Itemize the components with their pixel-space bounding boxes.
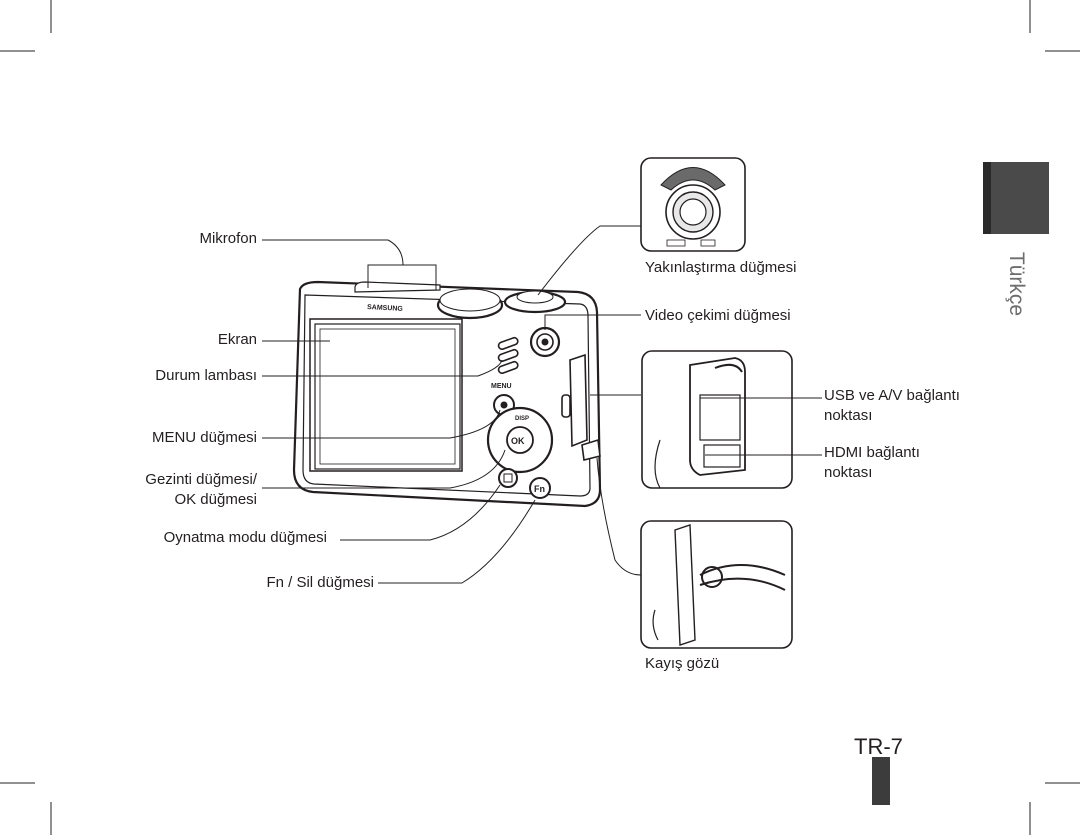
status-lamp [497,336,519,374]
leader-strap [596,457,642,576]
ok-text: OK [511,436,525,446]
zoom-inset [640,157,746,252]
label-hdmi: HDMI bağlantı [824,444,920,461]
label-video-cekimi: Video çekimi düğmesi [645,307,791,324]
video-record-button [529,326,561,358]
page-number: TR-7 [854,734,903,759]
language-tab-strip [983,162,991,234]
label-durum-lambasi: Durum lambası [155,367,257,384]
label-mikrofon: Mikrofon [199,230,257,247]
fn-button [529,477,551,499]
label-kayis-gozu: Kayış gözü [645,655,720,672]
language-tab [983,162,1049,234]
fn-text: Fn [534,484,545,494]
language-label: Türkçe [1005,251,1028,317]
navigation-dial [486,406,554,474]
label-ekran: Ekran [217,331,257,348]
leader-fn [378,499,536,584]
label-oynatma-modu: Oynatma modu düğmesi [163,529,327,546]
strap-inset [640,520,793,649]
leader-menu [262,409,501,439]
leader-video [544,314,641,330]
leader-oynatma [340,484,501,541]
lcd-screen [309,318,463,472]
ports-inset [641,350,793,489]
brand-text: SAMSUNG [367,304,404,313]
strap-eyelet [581,438,601,461]
leader-lines [262,225,822,584]
label-gezinti-dugmesi: Gezinti düğmesi/ [145,471,257,488]
leader-gezinti [262,449,506,489]
disp-text: DISP [515,416,529,422]
leader-zoom [537,225,641,296]
menu-text: MENU [491,383,512,390]
label-menu-dugmesi: MENU düğmesi [151,429,257,446]
label-ok-dugmesi: OK düğmesi [174,491,257,508]
label-hdmi-noktasi: noktası [824,464,873,481]
leader-durum [262,359,503,377]
camera-body [292,280,602,508]
label-usb-noktasi: noktası [824,407,873,424]
label-usb-av: USB ve A/V bağlantı [824,387,960,404]
page-marker-bar [872,757,890,805]
playback-button [498,468,518,488]
label-yakinlastirma: Yakınlaştırma düğmesi [645,259,797,276]
label-fn-sil: Fn / Sil düğmesi [266,574,374,591]
leader-mikrofon [262,239,404,288]
side-ports [561,353,601,461]
